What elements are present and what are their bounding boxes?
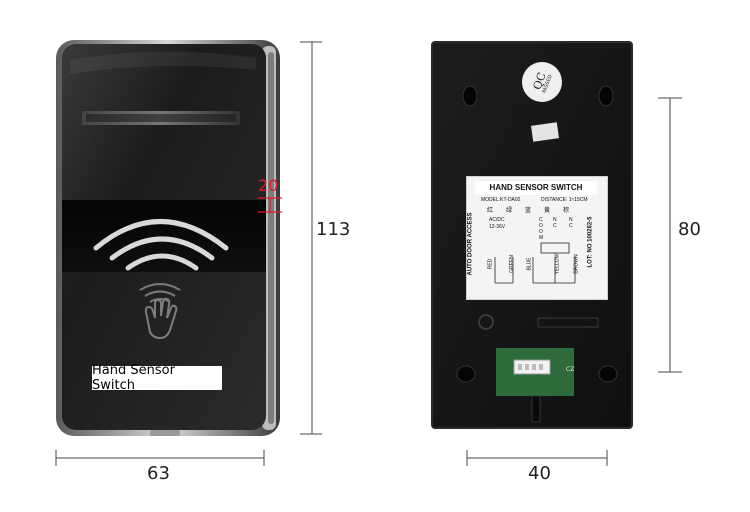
front-dimension-lines [55, 41, 322, 466]
terminal-6: O [539, 229, 543, 235]
back-height-dimension: 80 [678, 219, 701, 240]
terminal-7: M [539, 235, 544, 241]
hand-icon [139, 283, 181, 340]
spec-distance: DISTANCE: 1≈15CM [541, 197, 588, 203]
terminal-2: N [553, 217, 557, 223]
screw-hole-bottom-right [598, 365, 618, 383]
cable-exit [531, 395, 541, 423]
pcb-label: CZ [566, 366, 575, 373]
terminal-3: N [569, 217, 573, 223]
cn-color-yellow: 黄 [544, 208, 551, 214]
terminal-1: C [539, 217, 543, 223]
terminal-5: C [553, 223, 557, 229]
screw-hole-top-right [598, 85, 614, 107]
signal-arc-outer [93, 219, 229, 251]
terminal-8: C [569, 223, 573, 229]
terminal-4: O [539, 223, 543, 229]
mold-code [537, 317, 599, 328]
cn-color-red: 红 [487, 208, 494, 214]
front-height-dimension: 113 [316, 219, 351, 240]
front-device-label: Hand Sensor Switch [92, 363, 222, 393]
spec-voltage: 12-36V [489, 224, 506, 230]
mold-mark [478, 314, 494, 330]
front-view-device [56, 40, 280, 436]
front-width-dimension: 63 [147, 463, 170, 484]
screw-hole-top-left [462, 85, 478, 107]
sensor-window [62, 200, 266, 272]
inspection-tag [531, 122, 559, 142]
spec-power: AC/DC [489, 217, 505, 223]
cn-color-blue: 蓝 [525, 208, 532, 214]
signal-arc-inner [125, 253, 199, 271]
spec-title: HAND SENSOR SWITCH [475, 181, 597, 195]
signal-arc-middle [109, 236, 215, 261]
back-dimension-lines [466, 97, 682, 466]
spec-model: MODEL:KT-DA02 [481, 197, 521, 203]
cn-color-brown: 棕 [563, 208, 570, 214]
wiring-diagram [494, 242, 576, 284]
screw-hole-bottom-left [456, 365, 476, 383]
cn-color-green: 绿 [506, 208, 513, 214]
spec-label: HAND SENSOR SWITCH MODEL:KT-DA02 DISTANC… [466, 176, 608, 300]
sensor-zone-dimension: 20 [258, 176, 279, 195]
back-width-dimension: 40 [528, 463, 551, 484]
